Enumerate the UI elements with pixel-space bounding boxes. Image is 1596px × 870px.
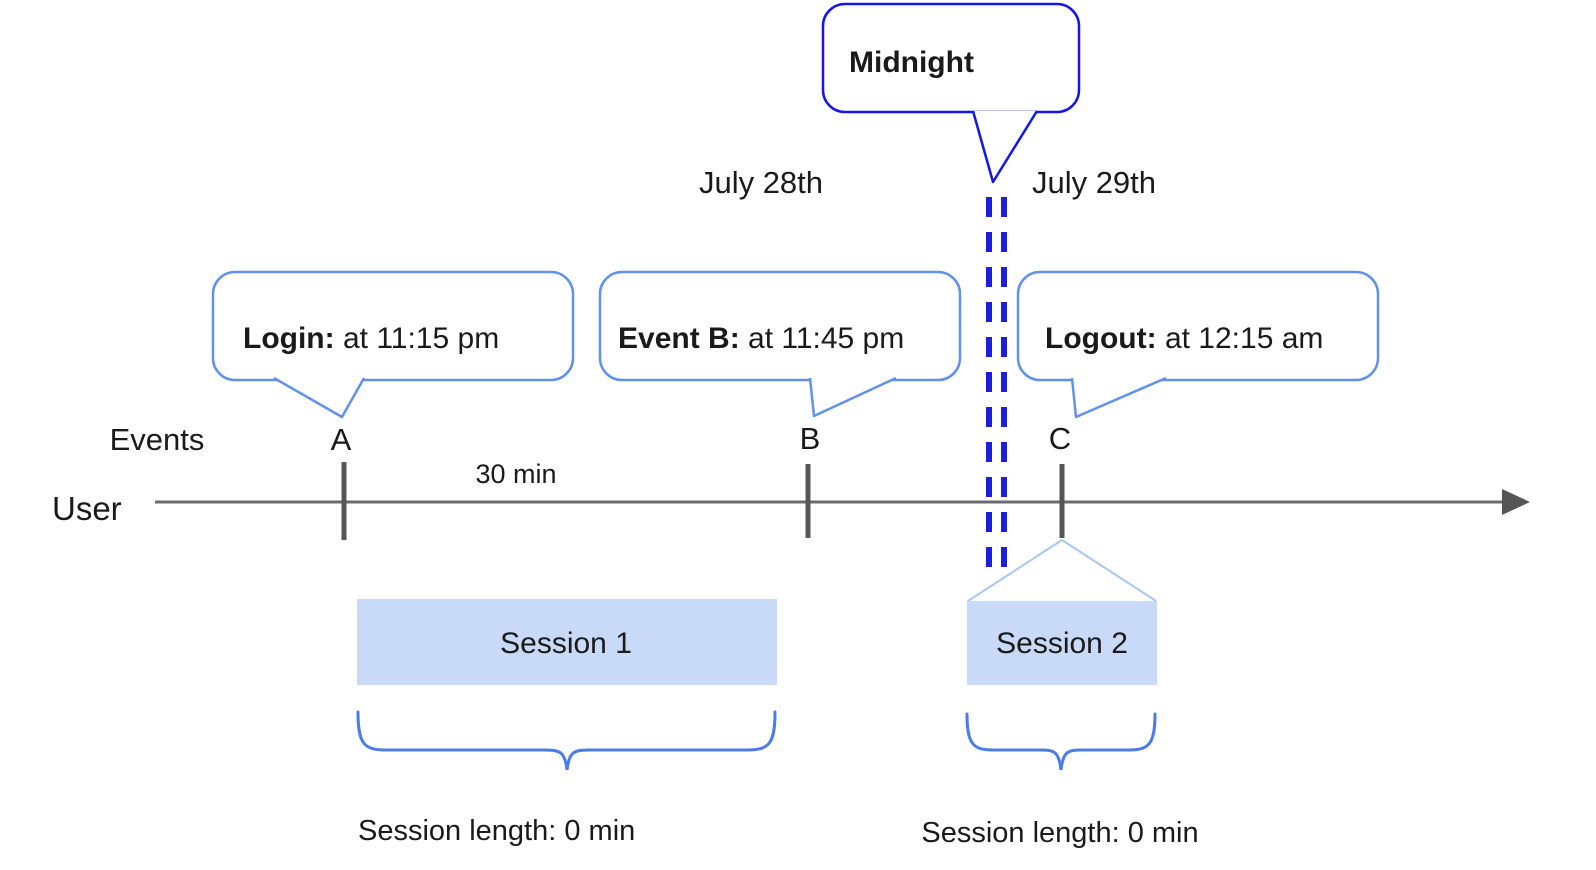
event-b-callout-tail	[808, 376, 897, 418]
logout-callout-bubble	[1016, 270, 1380, 382]
session-1-label: Session 1	[500, 627, 632, 660]
event-b-callout-detail: at 11:45 pm	[740, 322, 905, 355]
interval-label: 30 min	[475, 459, 556, 489]
login-callout-bubble	[211, 270, 575, 382]
session-2-connector-right	[1061, 539, 1157, 602]
timeline-axis	[155, 462, 1530, 540]
event-marker-b: B	[800, 421, 821, 456]
event-b-callout-text: Event B: at 11:45 pm	[618, 322, 904, 355]
midnight-callout-tail	[971, 110, 1039, 184]
session-2-box	[967, 601, 1157, 685]
login-callout: Login: at 11:15 pm	[211, 270, 575, 419]
logout-callout-text: Logout: at 12:15 am	[1045, 322, 1323, 355]
timeline-arrowhead-icon	[1502, 489, 1530, 515]
event-b-callout: Event B: at 11:45 pm	[598, 270, 962, 418]
session-2-brace	[965, 712, 1157, 771]
logout-callout-tail	[1070, 376, 1167, 419]
event-marker-c: C	[1049, 421, 1071, 456]
date-label-july-29: July 29th	[1032, 165, 1156, 200]
logout-callout-detail: at 12:15 am	[1157, 322, 1324, 355]
midnight-callout-label: Midnight	[849, 46, 974, 79]
date-label-july-28: July 28th	[699, 165, 823, 200]
event-b-callout-title: Event B:	[618, 322, 740, 355]
event-marker-a: A	[331, 422, 352, 457]
session-2-connector-left	[967, 539, 1063, 602]
logout-callout: Logout: at 12:15 am	[1016, 270, 1380, 419]
login-callout-text: Login: at 11:15 pm	[243, 322, 499, 355]
session-1-brace	[356, 710, 777, 771]
login-callout-detail: at 11:15 pm	[335, 322, 500, 355]
session-length-annotations: Session length: 0 min Session length: 0 …	[356, 710, 1199, 849]
midnight-callout: Midnight	[821, 2, 1081, 184]
events-axis-label: Events	[110, 422, 205, 457]
sessions: Session 1 Session 2	[357, 539, 1157, 685]
session-2-label: Session 2	[996, 627, 1128, 660]
midnight-callout-bubble	[821, 2, 1081, 114]
session-1-box	[357, 599, 777, 685]
login-callout-tail	[273, 376, 366, 419]
session-1-length-label: Session length: 0 min	[358, 815, 635, 847]
login-callout-title: Login:	[243, 322, 335, 355]
logout-callout-title: Logout:	[1045, 322, 1157, 355]
session-2-length-label: Session length: 0 min	[921, 817, 1198, 849]
event-b-callout-bubble	[598, 270, 962, 382]
user-row-label: User	[52, 490, 122, 527]
midnight-divider	[986, 197, 1007, 582]
